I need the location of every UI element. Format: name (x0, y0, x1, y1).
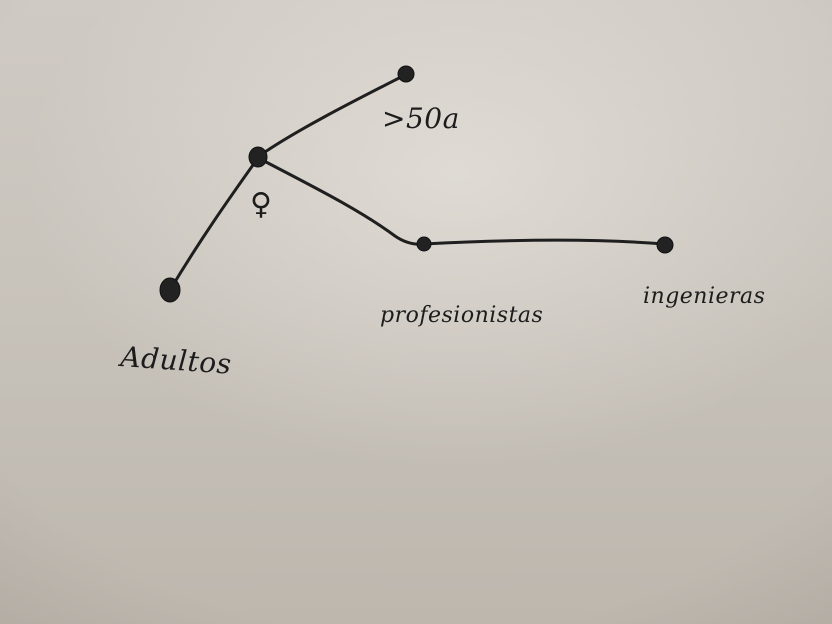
edge-adultos-female (168, 156, 260, 292)
node-female (248, 146, 268, 168)
label-female-symbol: ♀ (250, 187, 272, 222)
label-adultos: Adultos (117, 340, 233, 381)
label-ingenieras: ingenieras (643, 284, 765, 309)
label-profesionistas: profesionistas (380, 303, 543, 328)
node-over-50 (397, 65, 415, 83)
node-adultos (159, 277, 181, 303)
edge-female-profesionistas (264, 160, 426, 246)
edge-female-over50 (260, 73, 407, 156)
node-profesionistas (416, 236, 432, 252)
edge-profesionistas-ingenieras (422, 238, 666, 246)
node-ingenieras (656, 236, 674, 254)
label-over-50: >50a (382, 102, 460, 135)
